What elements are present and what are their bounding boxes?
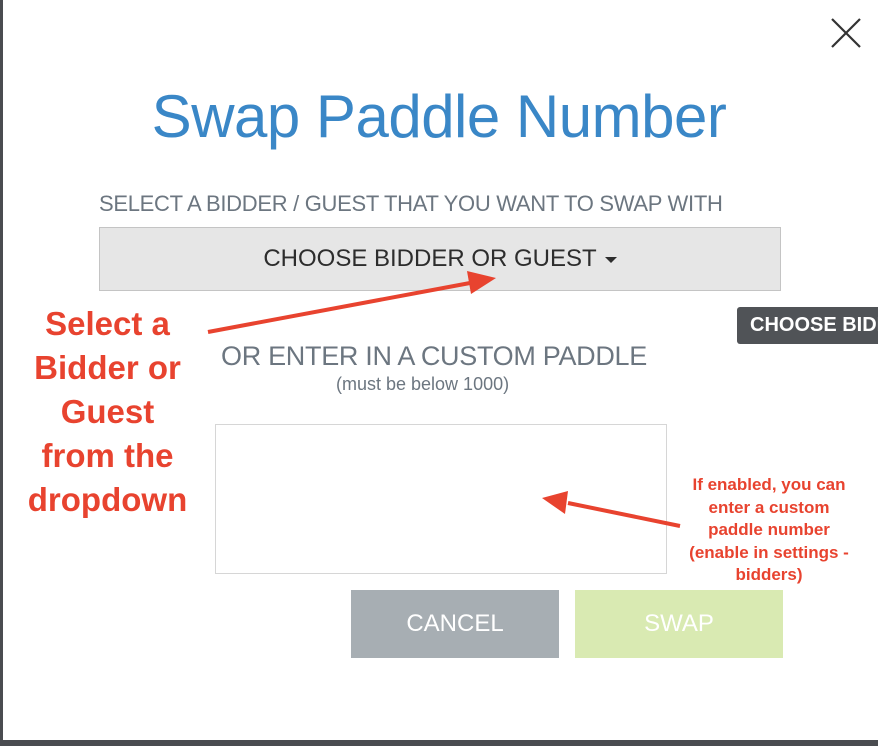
choose-bidder-dropdown[interactable]: CHOOSE BIDDER OR GUEST [99,227,781,291]
dropdown-label: CHOOSE BIDDER OR GUEST [263,245,597,272]
swap-button[interactable]: SWAP [575,590,783,658]
modal-title: Swap Paddle Number [151,83,727,150]
annotation-line: from the [41,437,174,474]
select-instruction: SELECT A BIDDER / GUEST THAT YOU WANT TO… [99,191,723,216]
annotation-line: Guest [60,393,155,430]
annotation-line: Bidder or [34,349,181,386]
annotation-line: paddle number [708,520,830,539]
caret-down-icon [604,257,617,263]
annotation-line: Select a [45,305,170,342]
annotation-line: dropdown [27,481,188,518]
annotation-line: bidders) [735,565,803,584]
close-icon[interactable] [828,15,864,51]
annotation-line: enter a custom [708,497,830,517]
annotation-select-bidder: Select a Bidder or Guest from the dropdo… [10,302,205,522]
cancel-button[interactable]: CANCEL [351,590,559,658]
annotation-line: If enabled, you can [692,475,846,494]
custom-paddle-heading: OR ENTER IN A CUSTOM PADDLE [221,341,647,371]
custom-paddle-input[interactable] [215,424,667,574]
annotation-line: (enable in settings - [689,542,849,562]
dropdown-tooltip: CHOOSE BIDDER OR GUEST [737,307,878,344]
annotation-custom-paddle: If enabled, you can enter a custom paddl… [674,474,864,587]
custom-paddle-hint: (must be below 1000) [336,374,510,394]
